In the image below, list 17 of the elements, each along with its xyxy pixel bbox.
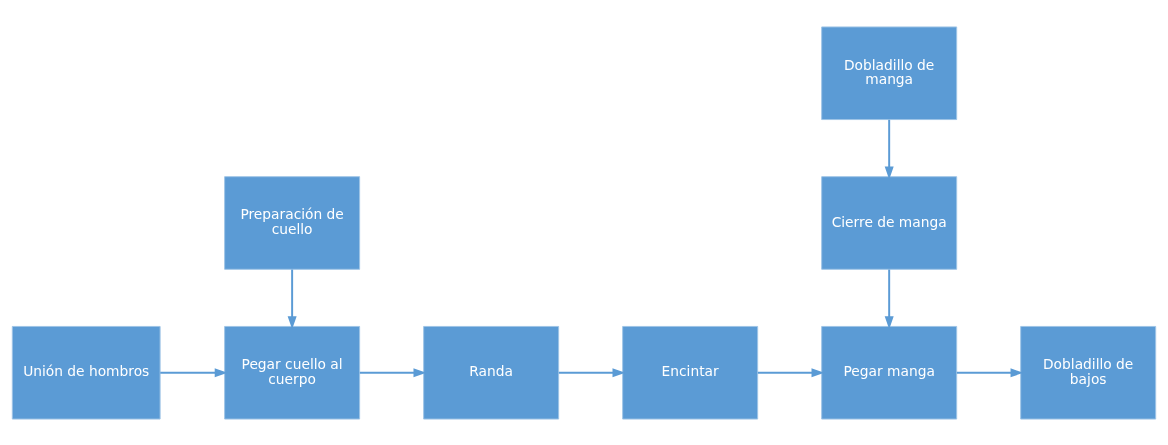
node-box: Dobladillo de bajos bbox=[1020, 325, 1157, 420]
node-box: Pegar manga bbox=[821, 325, 958, 420]
arrow bbox=[756, 367, 825, 377]
node-box: Randa bbox=[423, 325, 560, 420]
arrow bbox=[287, 268, 297, 329]
node-box: Cierre de manga bbox=[821, 175, 958, 270]
arrow bbox=[557, 367, 626, 377]
arrow bbox=[159, 367, 228, 377]
node-box: Encintar bbox=[622, 325, 759, 420]
arrow bbox=[884, 118, 894, 179]
arrow bbox=[358, 367, 427, 377]
node-box: Dobladillo de manga bbox=[821, 25, 958, 120]
arrow bbox=[884, 268, 894, 329]
node-box: Pegar cuello al cuerpo bbox=[224, 325, 361, 420]
node-box: Unión de hombros bbox=[11, 325, 161, 420]
arrow bbox=[955, 367, 1024, 377]
node-box: Preparación de cuello bbox=[224, 175, 361, 270]
